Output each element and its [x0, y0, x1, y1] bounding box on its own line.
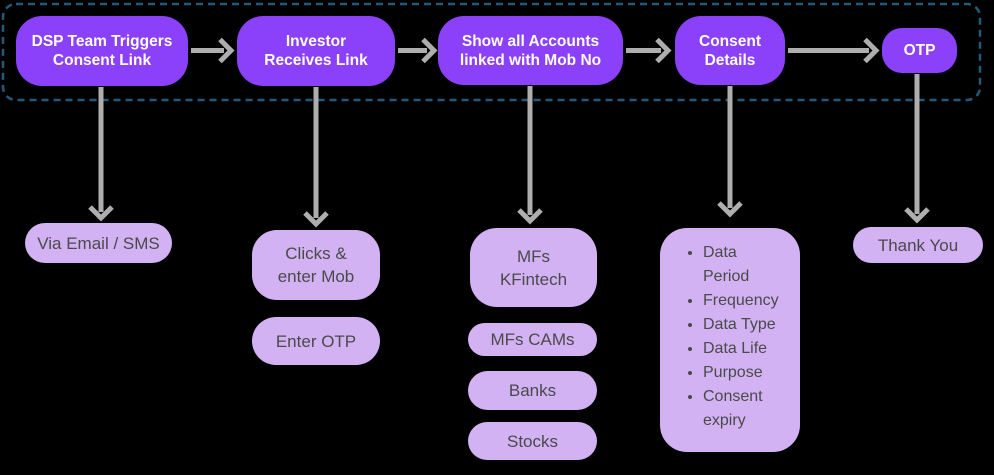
- step-label: DSP Team Triggers Consent Link: [31, 33, 173, 69]
- sub-label: Banks: [508, 381, 557, 400]
- sub-label: Clicks & enter Mob: [277, 244, 355, 286]
- sub-label: Via Email / SMS: [37, 233, 160, 253]
- step-label: OTP: [903, 42, 936, 59]
- consent-detail-item: Purpose: [703, 361, 779, 385]
- consent-detail-item: Data Type: [703, 313, 779, 337]
- arrow-dsp-to-investor: [191, 37, 235, 64]
- step-label: Consent Details: [699, 32, 761, 69]
- sub-banks: Banks: [468, 371, 597, 410]
- sub-label: Enter OTP: [275, 331, 357, 351]
- step-consent-details: Consent Details: [675, 16, 785, 85]
- arrow-investor-to-accounts: [398, 37, 438, 64]
- step-otp: OTP: [882, 28, 957, 73]
- step-investor-receives-link: Investor Receives Link: [237, 16, 395, 86]
- consent-detail-item: Frequency: [703, 289, 779, 313]
- sub-label: MFs CAMs: [490, 330, 575, 349]
- sub-mfs-cams: MFs CAMs: [468, 323, 597, 356]
- sub-enter-otp: Enter OTP: [252, 317, 380, 365]
- step-show-all-accounts: Show all Accounts linked with Mob No: [438, 16, 623, 85]
- sub-label: Thank You: [877, 235, 959, 255]
- arrow-consent-to-otp: [788, 37, 880, 64]
- consent-details-list: Data Period Frequency Data Type Data Lif…: [660, 241, 779, 433]
- arrow-otp-down: [904, 74, 930, 224]
- consent-detail-item: Consent expiry: [703, 385, 779, 433]
- arrow-investor-down: [303, 87, 329, 228]
- sub-label: Stocks: [506, 431, 559, 451]
- consent-detail-item: Data Period: [703, 241, 779, 289]
- arrow-accounts-down: [517, 86, 543, 225]
- step-dsp-triggers-consent-link: DSP Team Triggers Consent Link: [16, 16, 188, 86]
- step-label: Show all Accounts linked with Mob No: [459, 32, 602, 69]
- arrow-consent-down: [717, 86, 743, 218]
- sub-stocks: Stocks: [468, 422, 597, 460]
- sub-via-email-sms: Via Email / SMS: [25, 223, 172, 263]
- arrow-accounts-to-consent: [626, 37, 672, 64]
- dashed-boundary: [1, 2, 982, 102]
- arrow-dsp-down: [88, 87, 114, 222]
- consent-detail-item: Data Life: [703, 337, 779, 361]
- sub-label: MFs KFintech: [499, 246, 568, 289]
- consent-details-panel: Data Period Frequency Data Type Data Lif…: [660, 228, 800, 452]
- step-label: Investor Receives Link: [264, 33, 368, 69]
- sub-mfs-kfintech: MFs KFintech: [470, 228, 597, 307]
- sub-thank-you: Thank You: [853, 227, 983, 263]
- sub-clicks-enter-mob: Clicks & enter Mob: [252, 230, 380, 300]
